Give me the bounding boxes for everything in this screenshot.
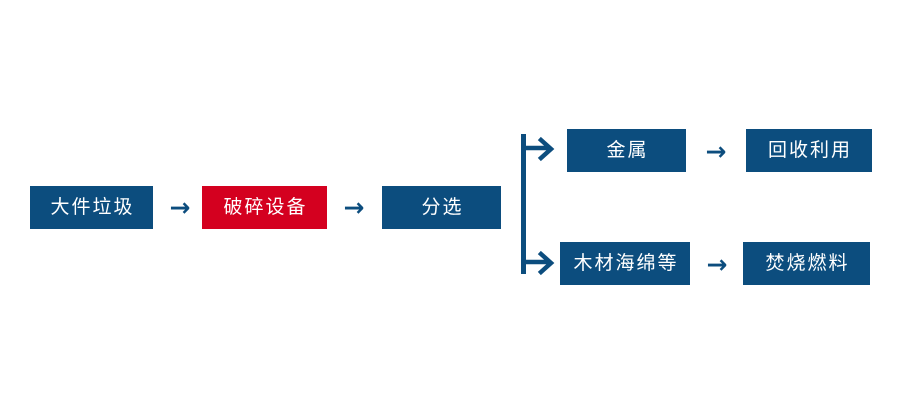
arrow-right-icon-bulky-to-crusher: → (169, 192, 191, 222)
node-burn-fuel[interactable]: 焚烧燃料 (743, 242, 870, 285)
node-crusher[interactable]: 破碎设备 (202, 186, 327, 229)
arrow-right-icon-crusher-to-sorting: → (343, 192, 365, 222)
node-wood-sponge[interactable]: 木材海绵等 (560, 242, 690, 285)
arrow-right-icon-wood-to-burn: → (706, 249, 728, 279)
branch-arrow-right-icon-to-metal (521, 136, 555, 162)
node-recycle[interactable]: 回收利用 (746, 129, 872, 172)
arrow-right-icon-metal-to-recycle: → (705, 136, 727, 166)
node-metal[interactable]: 金属 (567, 129, 686, 172)
branch-bus-vertical-line (521, 134, 526, 274)
branch-arrow-right-icon-to-wood-sponge (521, 250, 555, 276)
node-bulky-waste[interactable]: 大件垃圾 (30, 186, 153, 229)
node-sorting[interactable]: 分选 (382, 186, 501, 229)
